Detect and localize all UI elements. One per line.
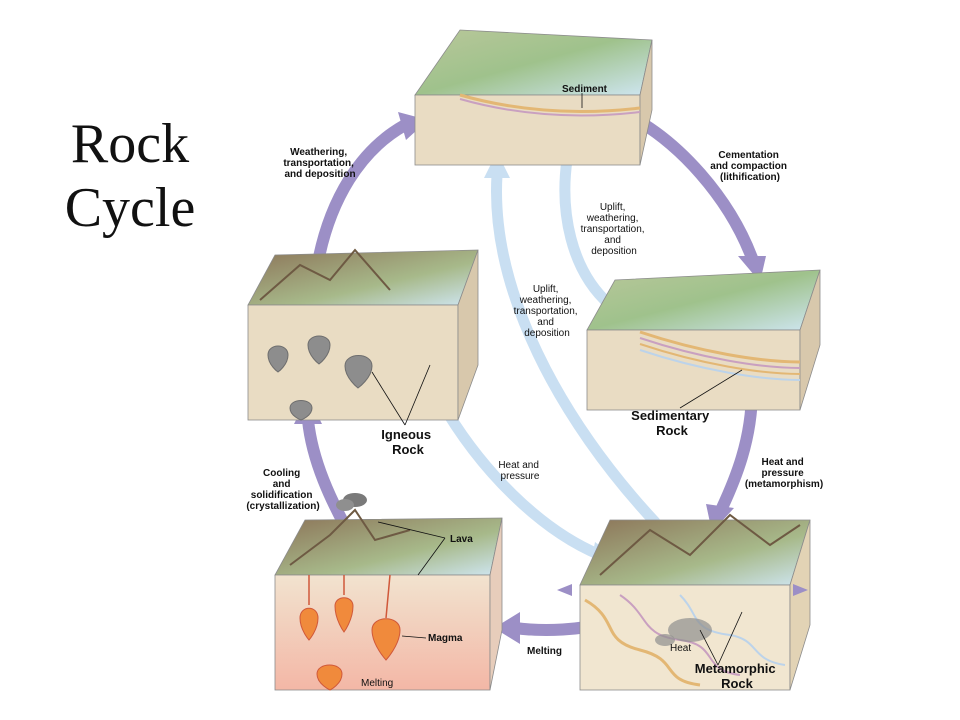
label-igneous-rock: Igneous Rock xyxy=(381,427,434,457)
heat-pressure-center-line-2: pressure xyxy=(501,471,540,482)
sedimentary-line-2: Rock xyxy=(656,423,689,438)
label-uplift-right: Uplift, weathering, transportation, and … xyxy=(581,202,648,257)
heat-pressure-right-line-2: pressure xyxy=(761,468,804,479)
cooling-line-4: (crystallization) xyxy=(246,501,319,512)
label-magma: Magma xyxy=(428,633,463,644)
heat-pressure-center-line-1: Heat and xyxy=(498,460,539,471)
uplift-center-line-3: transportation, xyxy=(514,306,578,317)
label-cementation: Cementation and compaction (lithificatio… xyxy=(710,150,789,183)
label-weathering: Weathering, transportation, and depositi… xyxy=(283,147,356,180)
cementation-line-1: Cementation xyxy=(718,150,779,161)
uplift-right-line-3: transportation, xyxy=(581,224,645,235)
cementation-line-3: (lithification) xyxy=(720,172,780,183)
label-melting: Melting xyxy=(527,646,562,657)
igneous-line-1: Igneous xyxy=(381,427,431,442)
label-heat-pressure-right: Heat and pressure (metamorphism) xyxy=(745,457,823,490)
uplift-center-line-4: and xyxy=(537,317,554,328)
leader-lines xyxy=(371,93,743,666)
label-heat-pressure-center: Heat and pressure xyxy=(498,460,541,482)
shortcut-arrows xyxy=(434,154,661,561)
uplift-center-line-2: weathering, xyxy=(519,295,572,306)
weathering-line-1: Weathering, xyxy=(290,147,347,158)
block-sediment xyxy=(414,29,653,166)
label-cooling: Cooling and solidification (crystallizat… xyxy=(246,468,319,512)
heat-pressure-right-line-3: (metamorphism) xyxy=(745,479,823,490)
cementation-line-2: and compaction xyxy=(710,161,787,172)
cooling-line-1: Cooling xyxy=(263,468,300,479)
uplift-right-line-1: Uplift, xyxy=(600,202,626,213)
block-metamorphic xyxy=(557,513,811,691)
cooling-line-2: and xyxy=(273,479,291,490)
label-metamorphic-rock: Metamorphic Rock xyxy=(695,661,780,691)
uplift-right-line-4: and xyxy=(604,235,621,246)
label-heat: Heat xyxy=(670,643,691,654)
uplift-right-line-2: weathering, xyxy=(586,213,639,224)
diagram-title: Rock Cycle xyxy=(40,112,220,240)
title-line-2: Cycle xyxy=(64,177,196,239)
weathering-line-2: transportation, xyxy=(283,158,354,169)
block-sedimentary xyxy=(586,269,821,411)
label-melting-base: Melting xyxy=(361,678,393,689)
label-sedimentary-rock: Sedimentary Rock xyxy=(631,408,713,438)
label-uplift-center: Uplift, weathering, transportation, and … xyxy=(514,284,581,339)
cooling-line-3: solidification xyxy=(251,490,313,501)
arrow-weathering xyxy=(312,119,411,268)
title-line-1: Rock xyxy=(70,113,190,175)
metamorphic-line-1: Metamorphic xyxy=(695,661,776,676)
igneous-line-2: Rock xyxy=(392,442,425,457)
uplift-right-line-5: deposition xyxy=(591,246,637,257)
arrow-uplift-right xyxy=(559,154,616,311)
metamorphic-line-2: Rock xyxy=(721,676,754,691)
block-magma xyxy=(274,493,503,691)
uplift-center-line-1: Uplift, xyxy=(533,284,559,295)
label-lava: Lava xyxy=(450,534,473,545)
sedimentary-line-1: Sedimentary xyxy=(631,408,710,423)
weathering-line-3: and deposition xyxy=(284,169,355,180)
arrow-uplift-center xyxy=(491,169,661,528)
uplift-center-line-5: deposition xyxy=(524,328,570,339)
label-sediment: Sediment xyxy=(562,84,608,95)
heat-pressure-right-line-1: Heat and xyxy=(761,457,803,468)
arrow-heat-pressure-center xyxy=(434,394,606,561)
block-igneous xyxy=(247,248,479,421)
